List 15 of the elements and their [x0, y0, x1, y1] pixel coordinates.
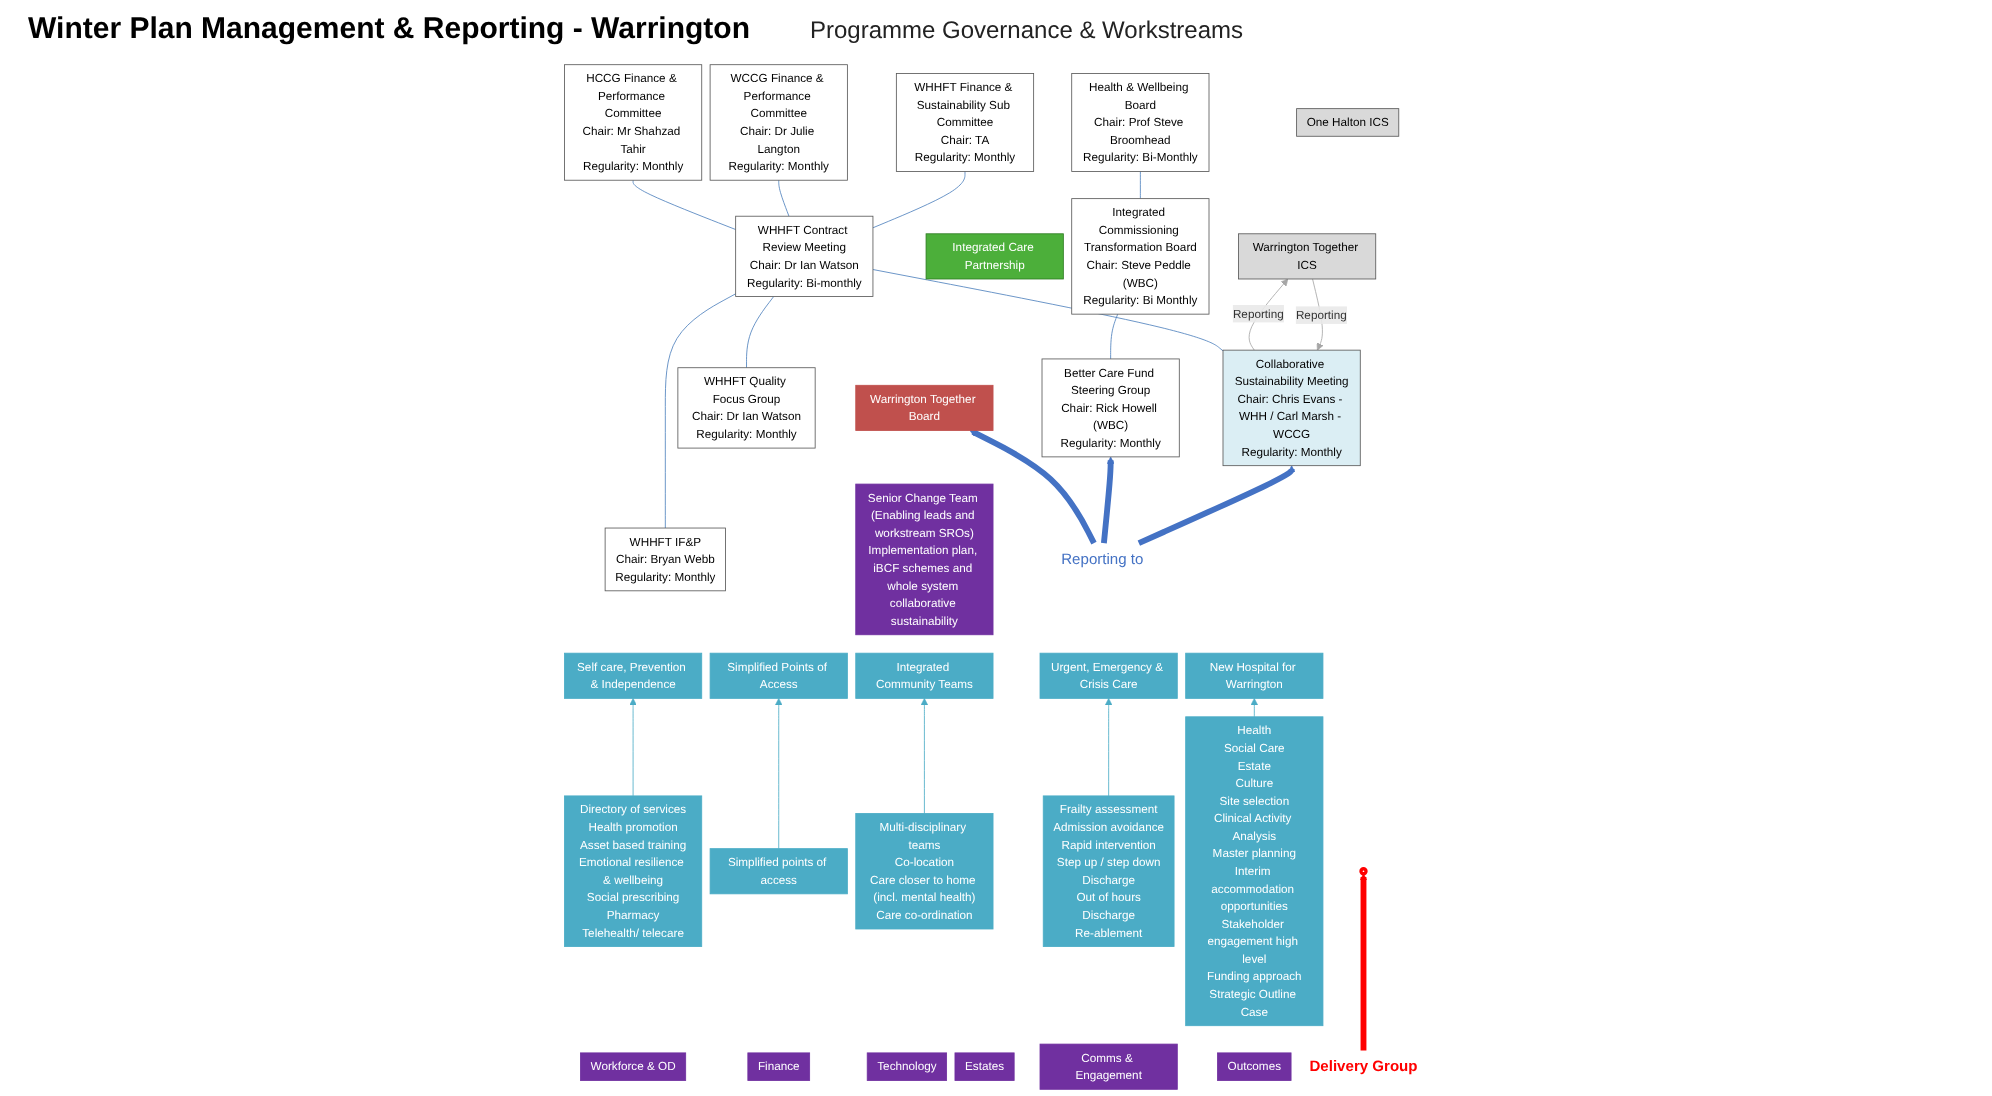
connector [1139, 171, 1141, 200]
node-circle [1359, 867, 1368, 876]
connector [632, 179, 737, 230]
connector [872, 171, 966, 229]
arrow [1137, 465, 1296, 546]
connector [664, 293, 737, 529]
diagram-title: Winter Plan Management & Reporting - Warrington [28, 12, 750, 46]
section-heading: Programme Governance & Workstreams [809, 16, 1243, 44]
connector [778, 179, 790, 217]
arrow [969, 429, 1097, 545]
arrow [1101, 456, 1115, 544]
arrow [1359, 873, 1368, 1051]
connector [872, 269, 1224, 352]
connector [746, 296, 775, 369]
connector [1110, 313, 1119, 360]
